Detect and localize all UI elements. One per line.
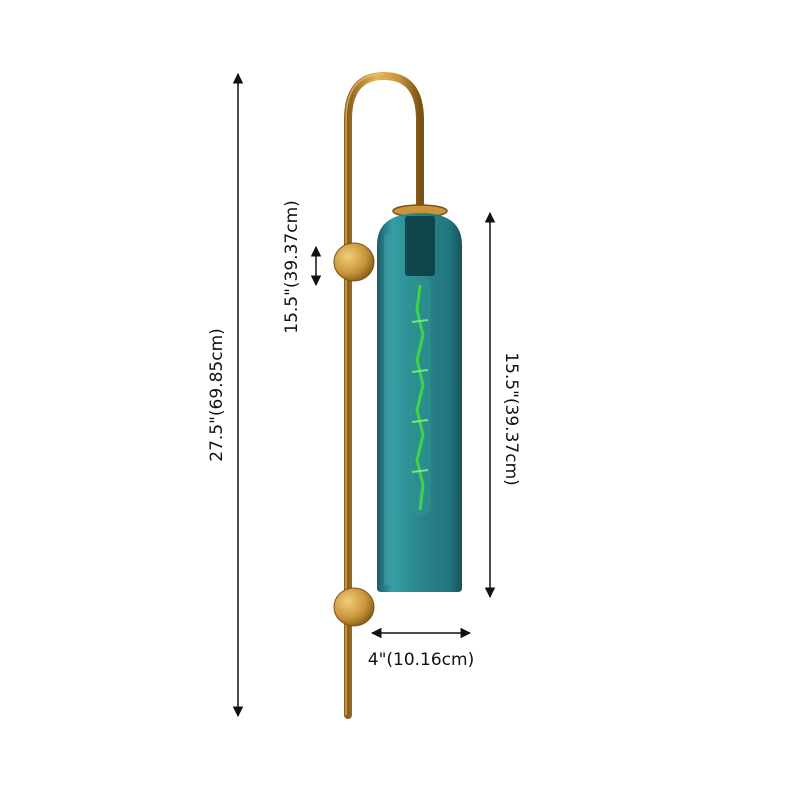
mount-spacing-label: 15.5"(39.37cm)	[282, 200, 302, 334]
filament	[415, 284, 425, 511]
overall-height-label: 27.5"(69.85cm)	[207, 328, 227, 462]
lower-mount-disc	[333, 587, 375, 627]
shade-height-label: 15.5"(39.37cm)	[501, 352, 521, 486]
bulb-socket	[405, 216, 435, 276]
shade-width-label: 4"(10.16cm)	[368, 650, 474, 670]
upper-mount-disc	[333, 242, 375, 282]
brass-arm	[344, 71, 424, 719]
